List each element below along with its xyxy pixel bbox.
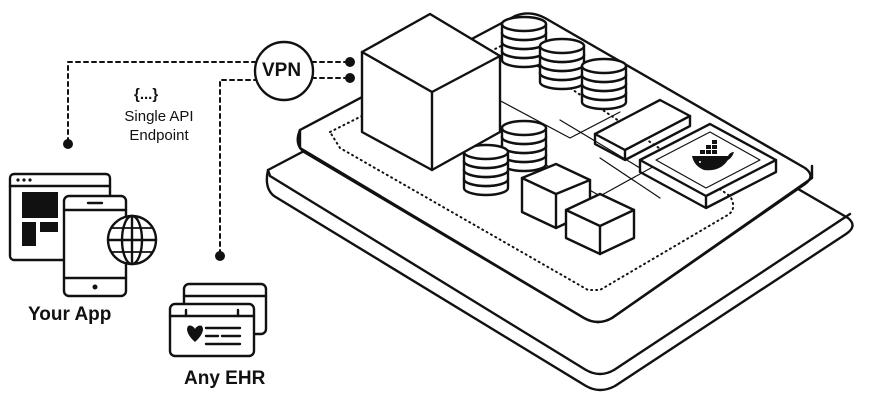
docker-whale-icon	[692, 140, 734, 171]
api-braces-label: {...}	[134, 86, 159, 103]
vpn-node	[253, 40, 315, 102]
api-label-line1: Single API	[124, 108, 194, 125]
any-ehr-label: Any EHR	[184, 368, 266, 389]
ehr-card-icon	[168, 282, 268, 358]
small-cube-2	[564, 192, 636, 256]
database-stack-icon	[462, 143, 510, 197]
heart-icon	[187, 325, 203, 342]
api-label-line2: Endpoint	[129, 127, 189, 144]
vpn-label: VPN	[262, 60, 302, 81]
connectors	[63, 57, 355, 261]
your-app-label: Your App	[28, 304, 112, 325]
tablet-icon	[62, 194, 128, 298]
flat-server-unit	[593, 98, 692, 162]
database-stack-icon	[580, 57, 628, 111]
database-stack-icon	[538, 37, 586, 91]
database-stacks	[462, 15, 628, 197]
server-cube-icon	[360, 12, 502, 172]
database-stack-icon	[500, 15, 548, 69]
database-stack-icon	[500, 119, 548, 173]
globe-icon	[106, 214, 158, 266]
